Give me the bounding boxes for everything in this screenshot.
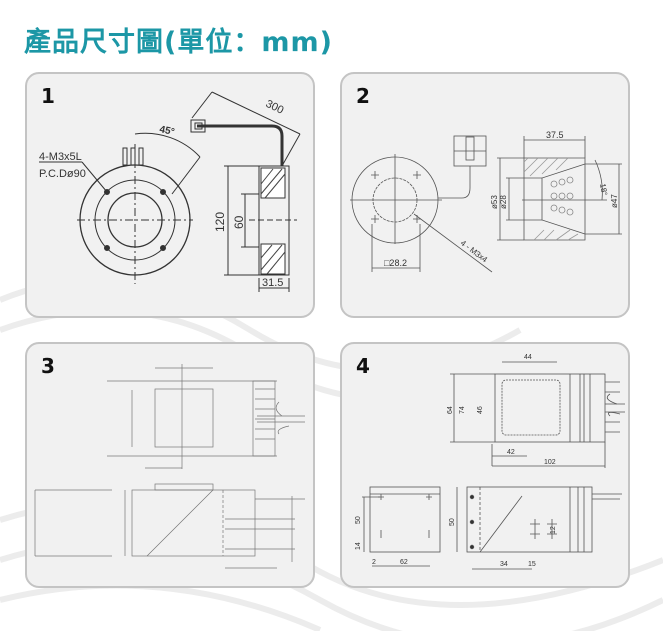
bottom-left-width-label: 62 — [400, 559, 408, 566]
drawing-panel-1: 1 4-M3x5L P.C.Dø90 45° 300 120 60 31.5 — [25, 72, 315, 318]
holes-label: 4 - M3x4 — [459, 238, 490, 264]
cable-length-label: 300 — [264, 98, 286, 117]
panel-number: 1 — [41, 84, 55, 108]
height-74-label: 74 — [459, 406, 466, 414]
drawing-panel-2: 2 37.5 ø53 ø28 ø47 18° □28.2 4 - M3x4 — [340, 72, 630, 318]
panel-number: 4 — [356, 354, 370, 378]
angle-label: 45° — [158, 124, 175, 138]
height-46-label: 46 — [477, 406, 484, 414]
drawing-panel-3: 3 — [25, 342, 315, 588]
holes-label: 4-M3x5L — [39, 151, 82, 163]
dimension-34-label: 34 — [500, 561, 508, 568]
top-width-label: 44 — [524, 354, 532, 361]
panel-number: 2 — [356, 84, 370, 108]
pcd-label: P.C.Dø90 — [39, 168, 86, 180]
dome-light-drawing — [350, 135, 622, 273]
panel-number: 3 — [41, 354, 55, 378]
dimension-12-label: 12 — [550, 526, 557, 534]
width-42-label: 42 — [507, 449, 515, 456]
drawing-panel-4: 4 44 64 74 46 42 102 50 14 2 62 50 34 15… — [340, 342, 630, 588]
inner-diameter-label: 60 — [232, 215, 246, 229]
square-label: □28.2 — [384, 258, 407, 268]
ring-light-drawing — [39, 91, 301, 292]
outer-diameter-label: ø53 — [490, 195, 499, 209]
front-diameter-label: ø47 — [610, 194, 619, 208]
bottom-left-height-label: 50 — [355, 516, 362, 524]
length-label: 102 — [544, 459, 556, 466]
width-label: 37.5 — [546, 130, 564, 140]
height-64-label: 64 — [447, 406, 454, 414]
angle-label: 18° — [598, 183, 609, 196]
box-light-drawing — [362, 361, 625, 570]
dimension-15-label: 15 — [528, 561, 536, 568]
depth-label: 31.5 — [262, 277, 283, 289]
page-title: 產品尺寸圖(單位：mm) — [24, 27, 333, 58]
bottom-left-base-label: 14 — [355, 542, 362, 550]
outer-diameter-label: 120 — [213, 212, 227, 232]
bottom-left-offset-label: 2 — [372, 559, 376, 566]
square-light-drawing — [34, 364, 305, 569]
inner-diameter-label: ø28 — [499, 195, 508, 209]
bottom-right-height-label: 50 — [449, 518, 456, 526]
